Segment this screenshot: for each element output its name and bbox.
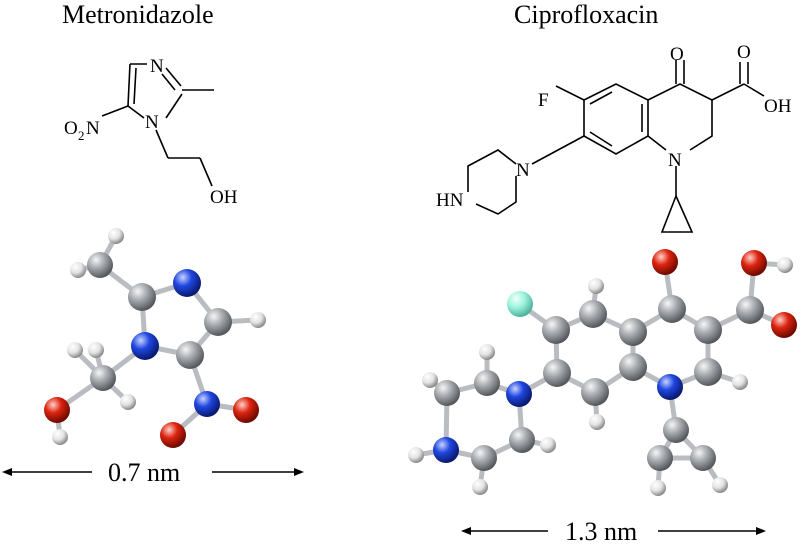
hydrogen-atom [70, 262, 86, 278]
scale-bar-right: 1.3 nm [461, 517, 766, 544]
atom-label-o: O [737, 42, 751, 63]
carbon-atom [204, 308, 232, 336]
carbon-atom [581, 378, 609, 406]
hydrogen-atom [650, 480, 666, 496]
carbon-atom [543, 359, 571, 387]
hydrogen-atom [120, 394, 136, 410]
carbon-atom [658, 295, 686, 323]
hydrogen-atom [408, 447, 424, 463]
carbon-atom [90, 365, 116, 391]
hydrogen-atom [67, 342, 83, 358]
hydrogen-atom [108, 228, 124, 244]
atom-label-subscript: 2 [78, 128, 85, 143]
nitrogen-atom [506, 381, 532, 407]
carbon-atom [128, 283, 156, 311]
carbon-atom [619, 353, 647, 381]
carbon-atom [434, 380, 460, 406]
carbon-atom [619, 318, 647, 346]
nitrogen-atom [194, 391, 220, 417]
carbon-atom [579, 300, 607, 328]
atom-label-oh: OH [764, 96, 792, 117]
nitrogen-atom [657, 374, 683, 400]
carbon-atom [471, 445, 497, 471]
hydrogen-atom [588, 278, 604, 294]
scale-label: 0.7 nm [108, 458, 180, 487]
carbon-atom [87, 252, 113, 278]
hydrogen-atom [540, 437, 556, 453]
hydrogen-atom [472, 479, 488, 495]
atom-label-oh: OH [210, 187, 238, 208]
carbon-atom [690, 445, 716, 471]
oxygen-atom [741, 250, 767, 276]
hydrogen-atom [88, 342, 104, 358]
carbon-atom [736, 296, 764, 324]
atom-label-n: N [516, 160, 530, 181]
atom-label-hn: HN [436, 190, 464, 211]
oxygen-atom [44, 397, 70, 423]
ciprofloxacin-3d-model [408, 249, 797, 496]
metronidazole-3d-model [44, 228, 266, 448]
atom-label-n: N [668, 150, 682, 171]
oxygen-atom [771, 312, 797, 338]
oxygen-atom [160, 422, 186, 448]
ciprofloxacin-title: Ciprofloxacin [514, 0, 659, 29]
carbon-atom [542, 316, 570, 344]
fluorine-atom [507, 291, 533, 317]
oxygen-atom [233, 397, 259, 423]
nitrogen-atom [173, 269, 201, 297]
oxygen-atom [652, 249, 678, 275]
atom-label-o: O [670, 44, 684, 65]
hydrogen-atom [712, 477, 728, 493]
hydrogen-atom [589, 414, 605, 430]
carbon-atom [663, 417, 689, 443]
nitrogen-atom [433, 437, 459, 463]
hydrogen-atom [777, 257, 793, 273]
hydrogen-atom [422, 372, 438, 388]
carbon-atom [647, 445, 673, 471]
carbon-atom [176, 341, 204, 369]
atom-label-n: N [86, 118, 100, 139]
carbon-atom [509, 427, 535, 453]
carbon-atom [694, 358, 722, 386]
hydrogen-atom [52, 429, 68, 445]
atom-label-f: F [538, 90, 549, 111]
metronidazole-structure: N N O 2 N OH [64, 56, 238, 208]
hydrogen-atom [250, 312, 266, 328]
nitrogen-atom [131, 332, 159, 360]
scale-bar-left: 0.7 nm [2, 458, 304, 487]
carbon-atom [694, 316, 722, 344]
hydrogen-atom [732, 374, 748, 390]
atom-label-n: N [150, 56, 164, 77]
carbon-atom [474, 370, 500, 396]
metronidazole-title: Metronidazole [62, 0, 214, 29]
atom-label-n: N [145, 112, 159, 133]
ciprofloxacin-structure: O O OH F N N HN [436, 42, 792, 233]
hydrogen-atom [479, 344, 495, 360]
scale-label: 1.3 nm [565, 517, 637, 544]
atom-label-o2: O [64, 118, 78, 139]
